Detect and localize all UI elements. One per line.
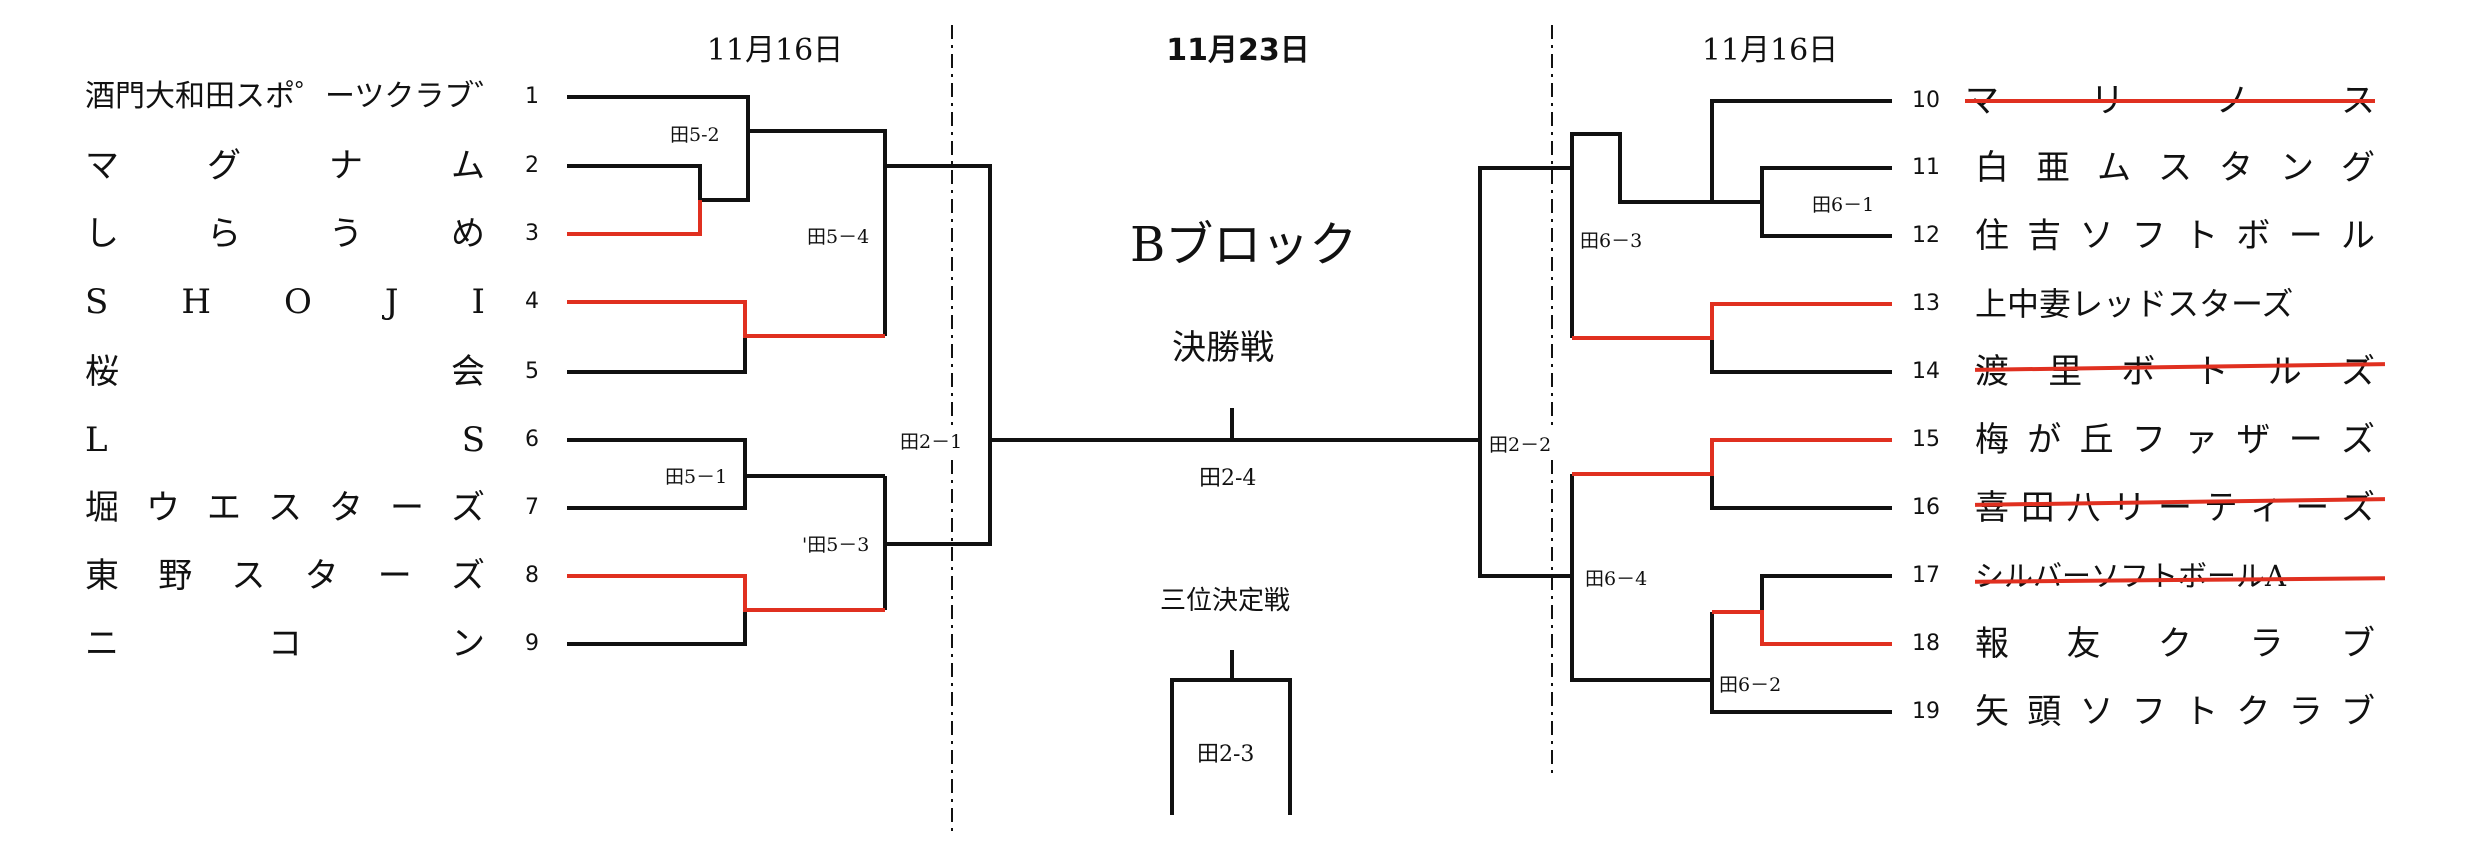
team-2: マグナム (85, 146, 485, 186)
date-right: 11月16日 (1701, 33, 1839, 68)
team-num-15: 15 (1912, 427, 1940, 452)
match-label-6-4: 田6－4 (1583, 564, 1650, 591)
block-title: Bブロック (1130, 217, 1358, 273)
team-1: 酒門大和田スポ゜ーツクラブ゛ (85, 79, 505, 114)
team-num-13: 13 (1912, 291, 1940, 316)
team-9: ニコン (85, 624, 485, 664)
match-label-6-3: 田6－3 (1578, 226, 1645, 253)
team-num-14: 14 (1912, 359, 1940, 384)
team-num-4: 4 (525, 289, 539, 314)
date-left: 11月16日 (706, 33, 844, 68)
team-3: しらうめ (85, 214, 485, 254)
line-r2-54 (885, 164, 992, 546)
team-num-17: 17 (1912, 563, 1940, 588)
line-team10 (1570, 99, 1892, 204)
win-team18 (1712, 610, 1892, 646)
line-team1 (567, 95, 750, 202)
match-label-2-4: 田2-4 (1197, 460, 1259, 492)
third-place-label: 三位決定戦 (1160, 586, 1291, 616)
team-17: シルバーソフトボールA (1975, 559, 2286, 593)
match-label-5-2: 田5-2 (668, 120, 722, 147)
match-label-5-3: '田5－3 (800, 530, 872, 557)
team-14: 渡里ボトルズ (1975, 352, 2375, 392)
team-num-3: 3 (525, 221, 539, 246)
team-13: 上中妻レッドスターズ (1975, 285, 2294, 323)
team-num-12: 12 (1912, 223, 1940, 248)
line-team7 (567, 476, 747, 510)
strike-team-10 (1965, 99, 2375, 103)
team-num-10: 10 (1912, 88, 1940, 113)
match-label-6-1: 田6－1 (1810, 190, 1877, 217)
team-num-6: 6 (525, 427, 539, 452)
line-team14 (1710, 338, 1892, 374)
team-num-18: 18 (1912, 631, 1940, 656)
team-16: 喜田八リーティーズ (1975, 488, 2375, 528)
line-team16 (1710, 474, 1892, 510)
win-team8 (567, 574, 885, 612)
win-team15 (1572, 438, 1892, 476)
team-18: 報友クラブ (1975, 624, 2375, 664)
line-team5 (567, 336, 747, 374)
team-5: 桜会 (85, 352, 485, 392)
team-num-8: 8 (525, 563, 539, 588)
team-7: 堀ウエスターズ (85, 488, 485, 528)
win-team13 (1572, 302, 1892, 340)
match-label-2-1: 田2－1 (898, 427, 965, 454)
team-num-19: 19 (1912, 699, 1940, 724)
date-center: 11月23日 (1166, 33, 1310, 68)
line-team17 (1760, 574, 1892, 612)
line-r-final (1478, 166, 1572, 440)
win-team4 (567, 300, 885, 338)
line-team19 (1710, 612, 1892, 714)
match-label-2-3: 田2-3 (1195, 736, 1257, 768)
line-r64 (1570, 474, 1712, 682)
team-num-16: 16 (1912, 495, 1940, 520)
final-label: 決勝戦 (1172, 328, 1274, 368)
team-num-5: 5 (525, 359, 539, 384)
team-num-1: 1 (525, 84, 539, 109)
team-12: 住吉ソフトボール (1975, 216, 2375, 256)
team-num-7: 7 (525, 495, 539, 520)
line-team11 (1712, 166, 1892, 204)
team-15: 梅が丘ファザーズ (1975, 420, 2375, 460)
team-num-2: 2 (525, 153, 539, 178)
team-8: 東野スターズ (85, 556, 485, 596)
team-19: 矢頭ソフトクラブ (1975, 692, 2375, 732)
match-label-5-4: 田5－4 (805, 222, 872, 249)
line-team2 (567, 164, 702, 200)
win-team3 (567, 200, 702, 236)
line-r-final2 (1478, 440, 1572, 578)
match-label-6-2: 田6－2 (1717, 670, 1784, 697)
team-num-11: 11 (1912, 155, 1940, 180)
line-team9 (567, 610, 747, 646)
team-num-9: 9 (525, 631, 539, 656)
team-11: 白亜ムスタング (1975, 148, 2375, 188)
match-label-2-2: 田2－2 (1487, 430, 1554, 457)
line-team12 (1760, 202, 1892, 238)
line-r2-top (748, 129, 887, 336)
line-team6 (567, 438, 885, 478)
match-label-5-1: 田5－1 (663, 462, 730, 489)
